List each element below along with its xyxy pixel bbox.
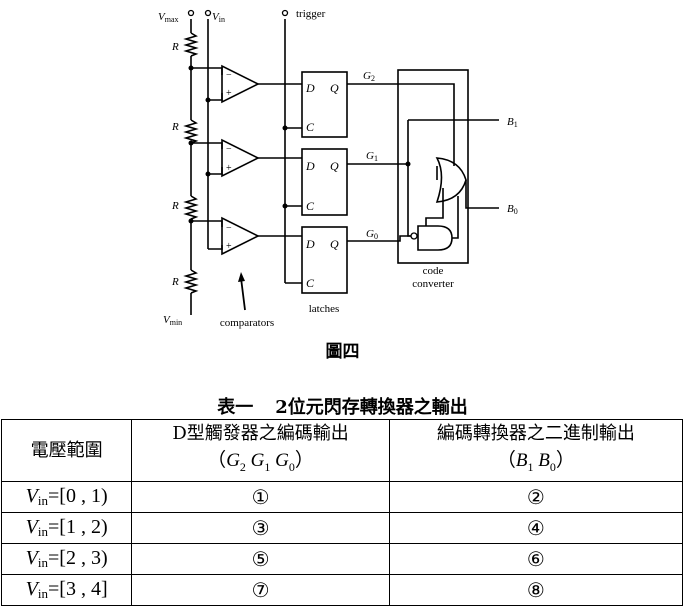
comparator-top bbox=[221, 64, 260, 104]
header-binary-output: 編碼轉換器之二進制輸出 （B1 B0） bbox=[388, 419, 684, 482]
latch-middle-d: D bbox=[305, 159, 315, 173]
figure-caption: 圖四 bbox=[325, 342, 360, 362]
vin-label: Vin bbox=[212, 11, 225, 24]
row-voltage-range: Vin=[3 , 4] bbox=[0, 573, 133, 606]
row-voltage-range: Vin=[2 , 3) bbox=[0, 542, 133, 575]
comparator-plus-top: + bbox=[226, 88, 232, 99]
comparator-minus-bottom: − bbox=[226, 223, 232, 234]
comparator-minus-top: − bbox=[226, 70, 232, 81]
comparator-plus-bottom: + bbox=[226, 241, 232, 252]
table-row: Vin=[3 , 4] ⑦ ⑧ bbox=[0, 573, 684, 606]
row-b-answer: ⑧ bbox=[388, 573, 684, 606]
row-g-answer: ① bbox=[131, 480, 390, 513]
row-b-answer: ② bbox=[388, 480, 684, 513]
latches-label: latches bbox=[309, 303, 340, 315]
resistor-1 bbox=[183, 32, 199, 57]
row-g-answer: ③ bbox=[131, 511, 390, 544]
resistor-label-4: R bbox=[171, 276, 179, 288]
latch-bottom-q: Q bbox=[330, 237, 339, 251]
table-caption: 表一 2位元閃存轉換器之輸出 bbox=[0, 393, 685, 419]
resistor-4 bbox=[183, 269, 199, 294]
row-voltage-range: Vin=[1 , 2) bbox=[0, 511, 133, 544]
table-row: Vin=[1 , 2) ③ ④ bbox=[0, 511, 684, 544]
and-gate bbox=[417, 225, 453, 251]
or-gate bbox=[435, 157, 467, 203]
comparators-label: comparators bbox=[220, 317, 274, 329]
latch-top-d: D bbox=[305, 81, 315, 95]
resistor-label-2: R bbox=[171, 121, 179, 133]
latch-middle-c: C bbox=[306, 199, 315, 213]
trigger-label: trigger bbox=[296, 8, 326, 20]
header-binary-output-title: 編碼轉換器之二進制輸出 bbox=[436, 423, 635, 444]
latch-bottom-c: C bbox=[306, 276, 315, 290]
header-voltage-range: 電壓範圍 bbox=[0, 419, 133, 482]
table-caption-text: 2位元閃存轉換器之輸出 bbox=[275, 397, 468, 418]
comparator-bottom bbox=[221, 216, 260, 256]
comparator-middle bbox=[221, 138, 260, 178]
row-g-answer: ⑦ bbox=[131, 573, 390, 606]
row-voltage-range: Vin=[0 , 1) bbox=[0, 480, 133, 513]
header-g-code: （G2 G1 G0） bbox=[207, 450, 314, 474]
latch-top bbox=[301, 71, 348, 138]
latch-top-q: Q bbox=[330, 81, 339, 95]
header-d-flipflop-code: D型觸發器之編碼輸出 （G2 G1 G0） bbox=[131, 419, 390, 482]
resistor-label-1: R bbox=[171, 41, 179, 53]
table-row: Vin=[2 , 3) ⑤ ⑥ bbox=[0, 542, 684, 575]
vmax-label: Vmax bbox=[158, 11, 179, 24]
vmin-label: Vmin bbox=[163, 314, 182, 327]
code-converter-label-line1: code bbox=[423, 265, 444, 277]
output-table: 電壓範圍 D型觸發器之編碼輸出 （G2 G1 G0） 編碼轉換器之二進制輸出 （… bbox=[0, 419, 684, 606]
latch-middle-q: Q bbox=[330, 159, 339, 173]
row-b-answer: ⑥ bbox=[388, 542, 684, 575]
g1-label: G1 bbox=[366, 150, 378, 163]
comparator-plus-middle: + bbox=[226, 163, 232, 174]
table-header-row: 電壓範圍 D型觸發器之編碼輸出 （G2 G1 G0） 編碼轉換器之二進制輸出 （… bbox=[0, 419, 684, 482]
b1-label: B1 bbox=[507, 116, 518, 129]
comparators-arrow bbox=[240, 277, 246, 311]
b0-label: B0 bbox=[507, 203, 518, 216]
code-converter-box bbox=[397, 69, 469, 264]
header-d-flipflop-code-title: D型觸發器之編碼輸出 bbox=[172, 423, 349, 444]
code-converter-label-line2: converter bbox=[412, 278, 454, 290]
table-caption-prefix: 表一 bbox=[217, 397, 254, 418]
latch-top-c: C bbox=[306, 120, 315, 134]
table-row: Vin=[0 , 1) ① ② bbox=[0, 480, 684, 513]
header-b-code: （B1 B0） bbox=[496, 450, 575, 474]
resistor-3 bbox=[183, 195, 199, 220]
g0-label: G0 bbox=[366, 228, 378, 241]
latch-middle bbox=[301, 148, 348, 216]
flash-adc-circuit-diagram: Vmax Vin trigger R R R R Vmin − + − + − … bbox=[158, 8, 518, 329]
resistor-label-3: R bbox=[171, 200, 179, 212]
latch-bottom bbox=[301, 226, 348, 294]
resistor-2 bbox=[183, 119, 199, 144]
latch-bottom-d: D bbox=[305, 237, 315, 251]
row-b-answer: ④ bbox=[388, 511, 684, 544]
g2-label: G2 bbox=[363, 70, 375, 83]
comparator-minus-middle: − bbox=[226, 144, 232, 155]
row-g-answer: ⑤ bbox=[131, 542, 390, 575]
